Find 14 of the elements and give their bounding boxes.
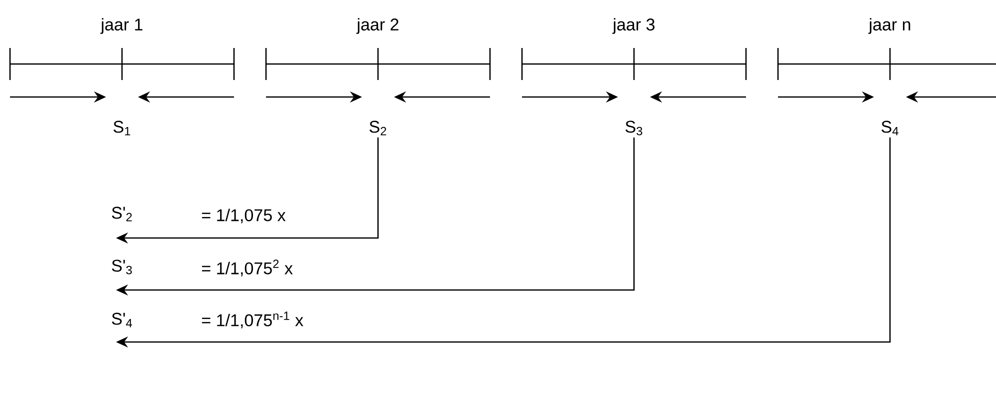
year-label: jaar 1 [100,18,142,34]
edge-label: = 1/1,075 x [202,208,286,224]
discounted-label: S'$_{4}$ [112,312,132,328]
edge-label: = 1/1,075$^{n-1}$ x [202,312,304,328]
edge-label: = 1/1,075$^{2}$ x [202,260,293,276]
point-label: S$_{3}$ [626,120,642,136]
point-label: S$_{4}$ [882,120,898,136]
year-label: jaar 2 [356,18,398,34]
point-label: S$_{1}$ [114,120,130,136]
discounted-label: S'$_{2}$ [112,206,132,222]
discounted-label: S'$_{3}$ [112,260,132,274]
year-label: jaar n [868,18,910,34]
point-label: S$_{2}$ [370,120,386,136]
year-label: jaar 3 [612,18,654,34]
